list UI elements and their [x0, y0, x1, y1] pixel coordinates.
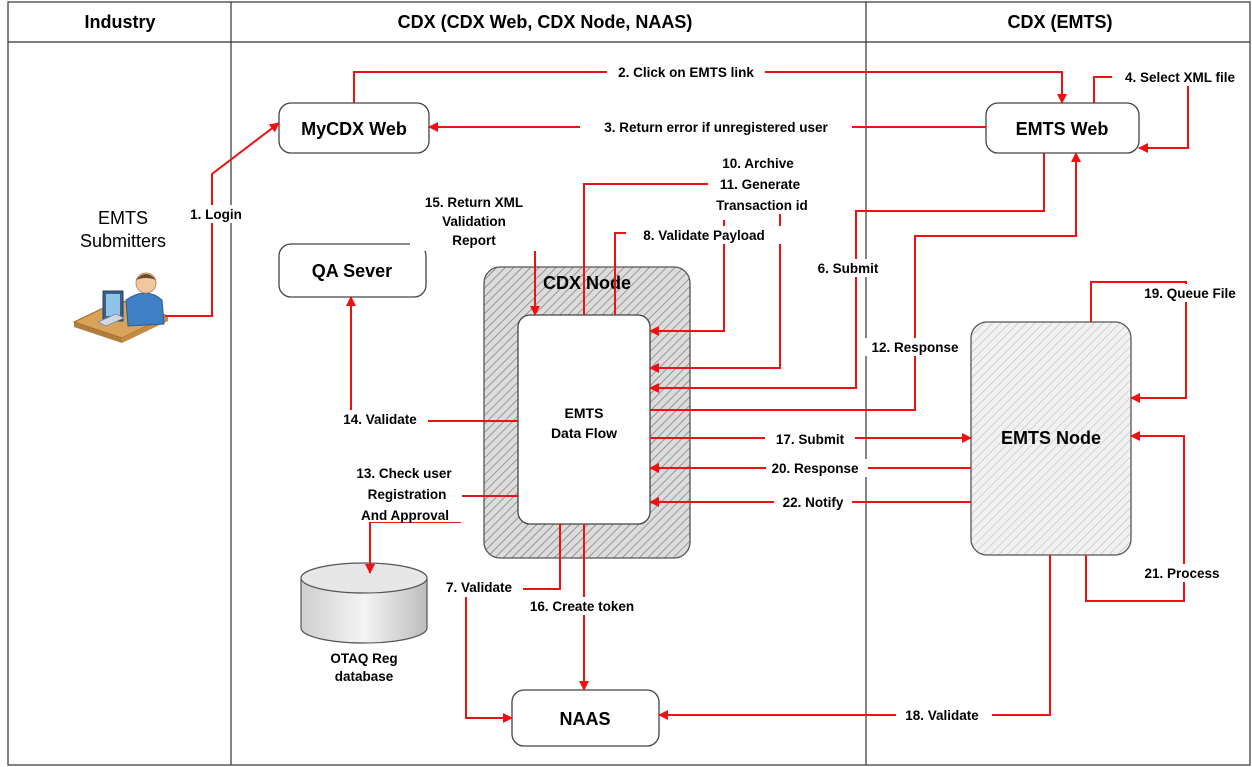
arrow-8-validate-payload: [614, 220, 725, 331]
step-11-label-1: 11. Generate: [720, 177, 801, 192]
step-13-label-3: And Approval: [361, 508, 449, 523]
step-7-label: 7. Validate: [446, 580, 513, 595]
step-13-label-2: Registration: [368, 487, 447, 502]
submitters-label-2: Submitters: [80, 231, 166, 251]
step-19-label: 19. Queue File: [1144, 286, 1236, 301]
step-18-label: 18. Validate: [905, 708, 979, 723]
step-21-label: 21. Process: [1144, 566, 1219, 581]
arrow-21-process: [1085, 431, 1185, 602]
user-at-computer-icon: [72, 272, 170, 343]
step-labels: 1. Login 2. Click on EMTS link 3. Return…: [181, 63, 1248, 724]
arrow-19-queue-file: [1090, 281, 1187, 403]
step-2-label: 2. Click on EMTS link: [618, 65, 754, 80]
naas-label: NAAS: [559, 709, 610, 729]
step-22-label: 22. Notify: [783, 495, 844, 510]
arrow-7-validate: [465, 524, 561, 718]
step-10-label: 10. Archive: [722, 156, 794, 171]
step-3-label: 3. Return error if unregistered user: [604, 120, 828, 135]
lane-title-industry: Industry: [84, 12, 155, 32]
step-15-label-2: Validation: [442, 214, 506, 229]
emts-data-flow-label-1: EMTS: [565, 405, 604, 421]
otaq-database-label-1: OTAQ Reg: [330, 651, 397, 666]
arrow-10-11-archive: [583, 183, 781, 368]
arrow-12-response: [650, 152, 1081, 411]
step-8-label: 8. Validate Payload: [643, 228, 765, 243]
step-14-label: 14. Validate: [343, 412, 417, 427]
otaq-database-icon: [300, 562, 428, 644]
step-6-label: 6. Submit: [818, 261, 879, 276]
step-20-label: 20. Response: [771, 461, 859, 476]
step-1-label: 1. Login: [190, 207, 242, 222]
qa-server-label: QA Sever: [312, 261, 392, 281]
step-13-label-1: 13. Check user: [356, 466, 452, 481]
step-15-label-3: Report: [452, 233, 496, 248]
step-12-label: 12. Response: [871, 340, 959, 355]
emts-node-label: EMTS Node: [1001, 428, 1101, 448]
submitters-label-1: EMTS: [98, 208, 148, 228]
arrow-18-validate: [658, 555, 1051, 720]
step-4-label: 4. Select XML file: [1125, 70, 1236, 85]
cdx-node-label: CDX Node: [543, 273, 631, 293]
lane-title-cdx: CDX (CDX Web, CDX Node, NAAS): [398, 12, 693, 32]
step-17-label: 17. Submit: [776, 432, 845, 447]
mycdx-web-label: MyCDX Web: [301, 119, 407, 139]
step-11-label-2: Transaction id: [716, 198, 808, 213]
step-16-label: 16. Create token: [530, 599, 634, 614]
swimlane-frame: [7, 1, 1251, 766]
lane-title-emts: CDX (EMTS): [1008, 12, 1113, 32]
arrow-1-login: [165, 122, 280, 317]
step-15-label-1: 15. Return XML: [425, 195, 523, 210]
emts-web-label: EMTS Web: [1016, 119, 1109, 139]
otaq-database-label-2: database: [335, 669, 394, 684]
emts-data-flow-label-2: Data Flow: [551, 425, 617, 441]
arrow-6-submit: [649, 153, 1045, 393]
